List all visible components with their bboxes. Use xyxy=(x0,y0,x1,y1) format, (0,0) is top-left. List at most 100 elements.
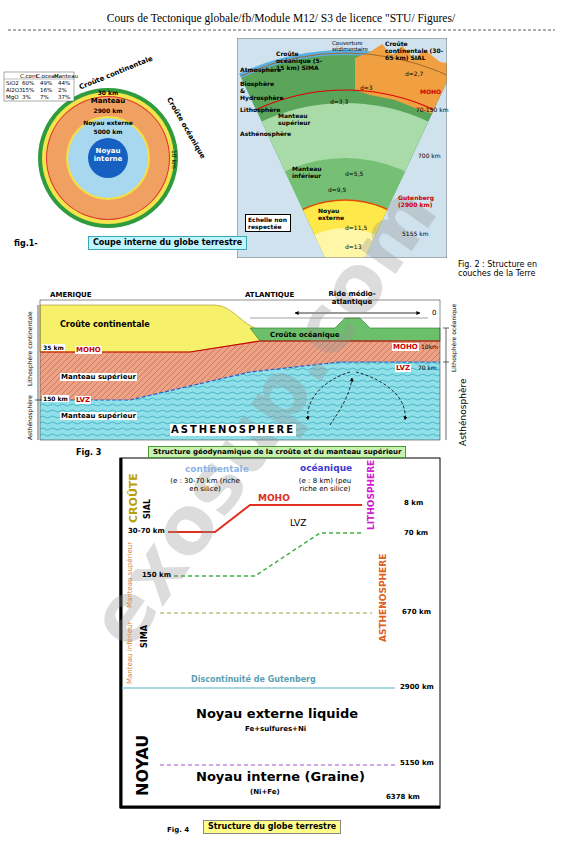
layer-label: d=11,5 xyxy=(345,224,367,231)
layer-label: (Ni+Fe) xyxy=(250,788,280,796)
vertical-label: SIAL xyxy=(143,499,152,519)
layer-label: Ride médio-atlantique xyxy=(312,290,392,307)
header-rule-part xyxy=(8,30,555,31)
depth-label: Croûte continentale (30-65 km) SIAL xyxy=(385,40,445,61)
layer-label: d=3,3 xyxy=(330,98,348,105)
globe-section-part xyxy=(88,138,128,178)
vertical-label: Manteau inférieur xyxy=(126,622,134,684)
layer-label: Fig. 4 xyxy=(167,826,189,834)
layer-label: océanique xyxy=(300,463,352,474)
layer-label: Manteau supérieur xyxy=(60,412,137,420)
layer-label: MOHO xyxy=(420,88,441,95)
layer-label: AMERIQUE xyxy=(50,291,92,299)
layer-label: Noyau externe xyxy=(318,207,352,221)
layer-label: Noyau interne xyxy=(91,147,125,164)
geodynamic-section-part xyxy=(38,305,39,440)
layer-label: LVZ xyxy=(75,396,91,404)
depth-label: 30-70 km xyxy=(128,527,165,535)
depth-label: 150 km xyxy=(42,395,69,402)
layer-label: d=3 xyxy=(360,84,373,91)
layer-label: MOHO xyxy=(75,346,102,354)
layer-label: Croûte océanique xyxy=(270,331,339,339)
table-cell: 37% xyxy=(58,94,70,100)
globe-section-part xyxy=(66,116,150,200)
layer-label: Couverture sédimentaire xyxy=(332,40,372,53)
globe-section-part xyxy=(42,92,174,224)
caption-text: Structure du globe terrestre xyxy=(208,822,336,832)
layer-label: Croûte continentale xyxy=(60,320,150,329)
depth-label: Croûte océanique (5-15 km) SIMA xyxy=(276,50,330,71)
layer-label: Asthénosphère xyxy=(240,130,291,137)
vertical-label: LITHOSPHERE xyxy=(366,460,377,530)
layer-label: Noyau interne (Graine) xyxy=(196,769,365,784)
layer-label: Manteau inférieur xyxy=(292,165,330,179)
depth-label: 10 km xyxy=(171,150,178,169)
table-cell: SiO2 xyxy=(6,80,19,86)
layer-label: Croûte continentale xyxy=(78,55,154,92)
table-cell: 44% xyxy=(58,80,70,86)
table-cell: 16% xyxy=(40,87,52,93)
geodynamic-section-part xyxy=(443,362,449,363)
depth-label: 150 km xyxy=(142,571,171,579)
globe-structure-frame-part xyxy=(160,612,372,613)
geodynamic-section-part xyxy=(356,372,405,420)
table-cell: MgO xyxy=(6,94,19,100)
vertical-label: Asthénosphère xyxy=(26,395,33,440)
layer-label: Manteau supérieur xyxy=(60,373,137,381)
table-cell: 2% xyxy=(58,87,67,93)
geodynamic-section-part xyxy=(40,305,260,352)
globe-structure-frame-part xyxy=(120,806,440,809)
globe-structure-frame-part xyxy=(160,764,395,765)
scale-note-box: Echelle non respectée xyxy=(245,214,291,232)
vertical-label: NOYAU xyxy=(134,735,153,796)
globe-section-part xyxy=(47,97,169,219)
caption-box: Coupe interne du globe terrestre xyxy=(88,236,247,250)
layer-label: 0 xyxy=(432,309,436,317)
caption-text: Coupe interne du globe terrestre xyxy=(93,238,242,248)
layer-label: fig.1- xyxy=(14,239,38,248)
vertical-label: Lithosphère continentale xyxy=(26,311,33,386)
geodynamic-section-part xyxy=(35,400,41,401)
layer-label: Lithosphère xyxy=(240,106,280,113)
globe-section xyxy=(38,88,178,228)
table-cell: 15% xyxy=(22,87,34,93)
depth-label: 30 km xyxy=(98,89,119,96)
depth-label: 700 km xyxy=(418,152,441,159)
vertical-label: Manteau supérieur xyxy=(126,542,134,608)
depth-label: 5150 km xyxy=(400,759,434,767)
layer-label: Atmosphère xyxy=(240,66,281,73)
depth-label: 35 km xyxy=(42,344,65,351)
layer-label: ATLANTIQUE xyxy=(245,291,294,299)
depth-label: 2900 km xyxy=(400,683,434,691)
layer-label: Fe+sulfures+Ni xyxy=(245,725,306,733)
caption-box: Structure du globe terrestre xyxy=(203,820,341,834)
geodynamic-section-part xyxy=(446,328,447,440)
header-rule xyxy=(8,30,555,31)
layer-label: Fig. 3 xyxy=(76,448,101,457)
table-cell: 60% xyxy=(22,80,34,86)
layer-label: continentale xyxy=(185,464,249,475)
layer-label: MOHO xyxy=(392,343,419,351)
depth-label: 70 km xyxy=(404,529,428,537)
page-header: Cours de Tectonique globale/fb/Module M1… xyxy=(107,12,455,26)
table-cell: Al2O3 xyxy=(6,87,23,93)
layer-label: Fig. 2 : Structure en couches de la Terr… xyxy=(458,260,556,279)
globe-section-part xyxy=(46,96,170,220)
table-cell: 49% xyxy=(40,80,52,86)
depth-label: 2900 km xyxy=(93,107,122,114)
caption-box: Structure géodynamique de la croûte et d… xyxy=(148,446,406,458)
layer-label: Discontinuité de Gutenberg xyxy=(190,675,317,684)
caption-text: Structure géodynamique de la croûte et d… xyxy=(153,448,401,456)
table-cell: Manteau xyxy=(54,73,78,79)
globe-structure-frame-part xyxy=(122,687,395,689)
layer-label: Noyau externe liquide xyxy=(196,706,358,721)
vertical-label: CROÛTE xyxy=(128,473,141,523)
globe-section-part xyxy=(68,118,148,198)
layer-label: Biosphère & Hydrosphère xyxy=(240,80,280,101)
layer-label: LVZ xyxy=(395,364,411,372)
vertical-label: SIMA xyxy=(140,625,149,648)
depth-label: (e : 8 km) (peu riche en silice) xyxy=(292,477,358,494)
depth-label: 670 km xyxy=(402,608,431,616)
depth-label: 5000 km xyxy=(93,128,122,135)
vertical-label: ASTHENOSPHERE xyxy=(378,554,389,642)
